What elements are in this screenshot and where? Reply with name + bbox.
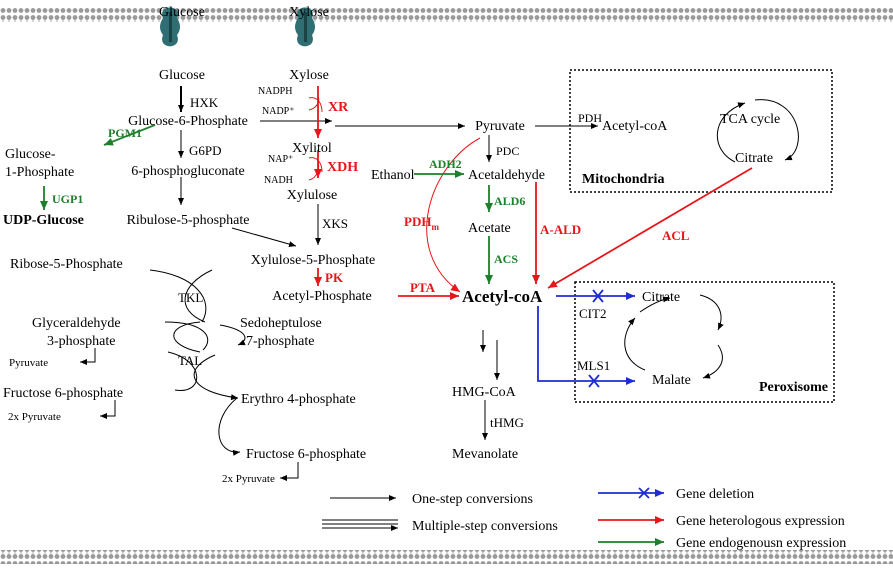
glucose-6-phosphate: Glucose-6-Phosphate [128,114,248,129]
nadh-label: NADH [264,175,293,186]
2x-pyruvate-left: 2x Pyruvate [8,411,61,423]
xylitol: Xylitol [292,141,332,156]
enzyme-pgm1: PGM1 [108,126,142,140]
enzyme-thmg: tHMG [490,415,524,430]
citrate-mitochondria: Citrate [735,151,773,166]
enzyme-pdh: PDH [578,111,602,125]
bottom-membrane [0,550,893,564]
enzyme-acl: ACL [662,228,690,243]
enzyme-pta: PTA [410,280,436,295]
xylulose: Xylulose [287,188,338,203]
acetyl-phosphate: Acetyl-Phosphate [272,289,372,304]
legend-multiple-step: Multiple-step conversions [412,519,558,534]
glucose-1-phosphate-line1: Glucose- [5,147,56,162]
hmg-coa: HMG-CoA [452,385,517,400]
enzyme-xdh: XDH [327,160,358,175]
enzyme-cit2: CIT2 [579,306,606,321]
legend [322,487,664,546]
enzyme-xks: XKS [322,216,348,231]
enzyme-mls1: MLS1 [577,358,610,373]
xylose-transporter [295,7,315,47]
acetyl-coa-mitochondria: Acetyl-coA [602,119,668,134]
mevanolate: Mevanolate [452,447,518,462]
acetyl-coa: Acetyl-coA [462,287,543,306]
legend-heterologous: Gene heterologous expression [676,514,845,529]
enzyme-xr: XR [328,100,349,115]
enzyme-pdhm: PDHm [404,214,439,232]
ethanol: Ethanol [371,168,415,183]
enzyme-tal: TAL [178,353,202,368]
erythro-4-phosphate: Erythro 4-phosphate [241,392,356,407]
udp-glucose: UDP-Glucose [3,213,84,228]
nap-label: NAP⁺ [268,154,293,165]
enzyme-adh2: ADH2 [429,157,462,171]
ribose-5-phosphate: Ribose-5-Phosphate [10,257,123,272]
pyruvate: Pyruvate [475,119,525,134]
peroxisome-box [574,281,835,403]
fructose-6-phosphate-bottom: Fructose 6-phosphate [246,447,366,462]
mitochondria-label: Mitochondria [582,172,664,187]
enzyme-ugp1: UGP1 [52,192,83,206]
enzyme-a-ald: A-ALD [540,222,581,237]
fructose-6-phosphate-left: Fructose 6-phosphate [3,386,123,401]
acetaldehyde: Acetaldehyde [468,168,545,183]
6-phosphogluconate: 6-phosphogluconate [131,164,245,179]
enzyme-pk: PK [325,270,344,285]
glucose-outside: Glucose [159,5,205,20]
tca-cycle: TCA cycle [720,112,780,127]
glyceraldehyde-3-phosphate-line1: Glyceraldehyde [32,316,121,331]
glyceraldehyde-3-phosphate-line2: 3-phosphate [47,334,115,349]
enzyme-ald6: ALD6 [494,194,525,208]
enzyme-tkl: TKL [178,290,203,305]
glucose-inside: Glucose [159,68,205,83]
legend-one-step: One-step conversions [412,492,533,507]
malate: Malate [652,373,691,388]
enzyme-g6pd: G6PD [189,143,222,158]
nadp-label: NADP⁺ [262,106,295,117]
nadph-label: NADPH [258,86,292,97]
2x-pyruvate-bottom: 2x Pyruvate [222,473,275,485]
ribulose-5-phosphate: Ribulose-5-phosphate [127,213,250,228]
enzyme-acs: ACS [494,252,518,266]
enzyme-pdc: PDC [496,144,519,158]
xylose-inside: Xylose [289,68,329,83]
acetate: Acetate [468,221,511,236]
glucose-1-phosphate-line2: 1-Phosphate [5,165,74,180]
xylose-outside: Xylose [289,5,329,20]
peroxisome-label: Peroxisome [759,380,828,395]
citrate-peroxisome: Citrate [642,290,680,305]
pyruvate-from-gap: Pyruvate [9,357,48,369]
sedoheptulose-7-phosphate-line1: Sedoheptulose [240,316,322,331]
sedoheptulose-7-phosphate-line2: 7-phosphate [246,334,314,349]
legend-endogenous: Gene endogenousn expression [676,536,846,551]
xylulose-5-phosphate: Xylulose-5-Phosphate [251,253,375,268]
top-membrane [0,8,893,22]
legend-deletion: Gene deletion [676,487,754,502]
glucose-transporter [160,7,180,47]
enzyme-hxk: HXK [190,95,219,110]
